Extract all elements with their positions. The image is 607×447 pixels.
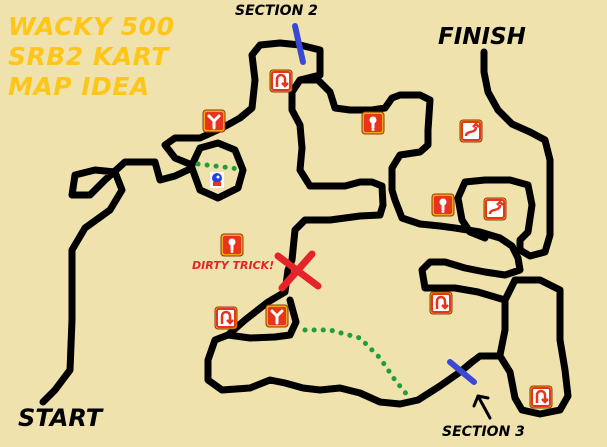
section-3-arrow-icon: [472, 394, 492, 420]
sonic-character-icon: [210, 172, 224, 188]
u-turn-sign-icon: [214, 306, 238, 330]
item-box-icon: [361, 111, 385, 135]
dirty-trick-label: DIRTY TRICK!: [192, 259, 275, 272]
section-2-label: SECTION 2: [235, 3, 318, 19]
start-label: START: [18, 404, 103, 432]
track-path-left: [224, 296, 300, 342]
section-3-label: SECTION 3: [442, 424, 525, 440]
finish-label: FINISH: [438, 24, 526, 50]
section-2-marker: [292, 23, 306, 65]
title-line-2: SRB2 KART: [8, 42, 169, 71]
y-fork-icon: [265, 304, 289, 328]
section-3-marker: [447, 359, 477, 385]
item-box-icon: [220, 233, 244, 257]
dirty-trick-x-icon: [274, 250, 322, 292]
title-line-1: WACKY 500: [8, 12, 175, 41]
item-box-icon: [431, 193, 455, 217]
u-turn-sign-icon: [429, 291, 453, 315]
shortcut-dots-loop: [195, 161, 246, 173]
track-path-upper: [296, 76, 524, 304]
shortcut-dots-bottom: [302, 327, 411, 399]
y-fork-icon: [202, 109, 226, 133]
s-curve-sign-icon: [459, 119, 483, 143]
s-curve-sign-icon: [483, 197, 507, 221]
item-icons: [202, 69, 553, 409]
title-line-3: MAP IDEA: [8, 72, 150, 101]
u-turn-sign-icon: [269, 69, 293, 93]
track-path: [39, 39, 572, 418]
u-turn-sign-icon: [529, 385, 553, 409]
track-path-finish: [454, 48, 554, 260]
